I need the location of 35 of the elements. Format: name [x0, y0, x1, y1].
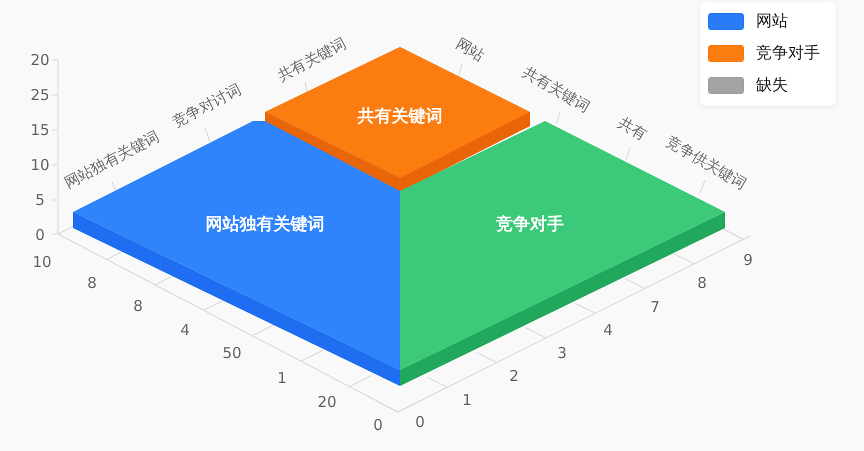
category-label: 竞争供关键词 — [662, 132, 750, 194]
tick-label: 4 — [603, 321, 613, 339]
tick-label: 10 — [30, 156, 50, 174]
tick-label: 3 — [557, 344, 567, 362]
tick-label: 8 — [133, 297, 143, 315]
tick-label: 1 — [462, 391, 472, 409]
tick-label: 0 — [373, 416, 383, 434]
tick-label: 7 — [650, 298, 660, 316]
slab-label: 网站独有关键词 — [206, 214, 324, 236]
tick-label: 50 — [222, 344, 242, 362]
tick-label: 5 — [35, 191, 45, 209]
tick-label: 4 — [180, 321, 190, 339]
tick-label: 10 — [32, 253, 52, 271]
category-label: 网站独有关键词 — [61, 126, 163, 194]
tick-label: 0 — [415, 413, 425, 431]
category-label: 竞争对讨词 — [169, 80, 245, 132]
tick-label: 25 — [30, 86, 50, 104]
category-label: 网站 — [452, 34, 488, 66]
category-label: 共有关键词 — [518, 63, 594, 117]
tick-label: 9 — [743, 251, 753, 269]
tick-label: 1 — [277, 369, 287, 387]
slab-label: 竞争对手 — [496, 214, 564, 236]
legend-label: 缺失 — [756, 75, 788, 96]
tick-label: 20 — [317, 393, 337, 411]
tick-label: 0 — [35, 226, 45, 244]
tick-label: 8 — [697, 274, 707, 292]
tick-label: 8 — [87, 274, 97, 292]
tick-label: 2 — [509, 367, 519, 385]
tick-label: 20 — [30, 51, 50, 69]
legend-label: 网站 — [756, 11, 788, 32]
category-label: 共有关键词 — [274, 34, 350, 86]
legend-label: 竞争对手 — [756, 43, 820, 64]
tick-label: 15 — [30, 121, 50, 139]
slab-label: 共有关键词 — [358, 106, 442, 128]
category-label: 共有 — [614, 113, 650, 145]
